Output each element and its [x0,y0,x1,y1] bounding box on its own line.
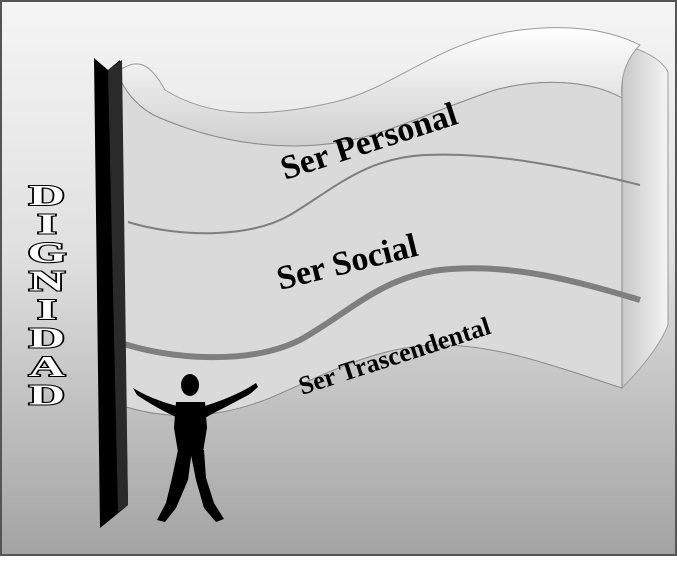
divider-line-1 [127,153,641,235]
dignity-pole-edge [108,60,128,512]
dignity-letter-1: D [29,180,65,211]
divider-line-2 [117,265,641,361]
dignity-letter-3: G [28,237,67,268]
dignity-letter-8: D [29,380,65,411]
dignity-letter-7: A [29,351,65,382]
dignity-letter-5: I [37,294,56,325]
person-arms-raised-icon [133,374,258,522]
dignity-letter-6: D [29,323,65,354]
dignity-letter-2: I [37,209,56,240]
dignity-letter-4: N [29,266,65,297]
flag-side-face [621,44,669,390]
flag-front-face [119,77,623,416]
